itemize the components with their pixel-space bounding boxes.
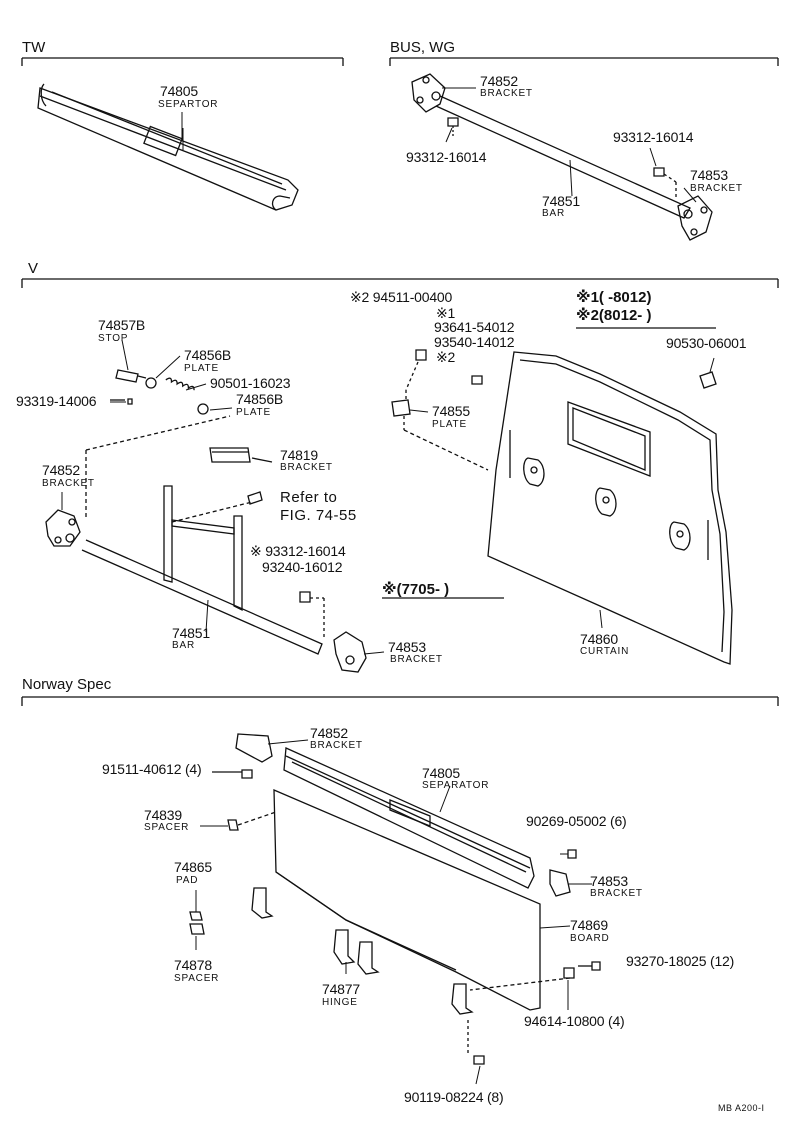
part-name: PLATE [184, 363, 219, 374]
reference-note: FIG. 74-55 [280, 507, 357, 524]
section-rule-norway [21, 696, 779, 706]
footnote-mark: ※1 [436, 305, 456, 321]
part-name: PLATE [432, 419, 467, 430]
v-stop-parts [110, 369, 273, 463]
part-number: 93641-54012 [434, 319, 515, 335]
part-number: 74860 [580, 631, 618, 647]
part-name: BRACKET [390, 654, 443, 665]
part-number: 74805 [160, 83, 198, 99]
part-name: PLATE [236, 407, 271, 418]
reference-note: Refer to [280, 489, 338, 506]
part-number: 90530-06001 [666, 335, 747, 351]
figure-code: MB A200-I [718, 1103, 765, 1113]
norway-board [227, 789, 541, 1011]
v-curtain-panel [391, 349, 733, 665]
part-number: 74856B [184, 347, 232, 363]
footnote-mark: ※2 [436, 349, 456, 365]
part-number: 90501-16023 [210, 375, 291, 391]
part-name: BRACKET [280, 462, 333, 473]
part-name: SEPARATOR [422, 780, 490, 791]
part-name: SPACER [174, 973, 220, 984]
part-number: 93270-18025 (12) [626, 953, 735, 969]
norway-hinges [189, 887, 601, 1065]
part-number: ※ 93312-16014 [250, 543, 346, 559]
part-number: 74852 [310, 725, 348, 741]
section-rule-v [21, 278, 779, 288]
part-number: 94614-10800 (4) [524, 1013, 625, 1029]
part-name: BAR [172, 640, 195, 651]
part-name: BRACKET [690, 183, 743, 194]
part-name: BRACKET [310, 740, 363, 751]
section-title-bus-wg: BUS, WG [390, 39, 456, 56]
part-number: 74857B [98, 317, 146, 333]
part-number: 93240-16012 [262, 559, 343, 575]
part-number: 74869 [570, 917, 608, 933]
section-rule-tw [21, 57, 344, 66]
part-name: BRACKET [480, 88, 533, 99]
part-number: 74865 [174, 859, 212, 875]
part-name: PAD [176, 875, 199, 886]
section-title-v: V [28, 260, 39, 277]
part-number: 74877 [322, 981, 360, 997]
part-name: CURTAIN [580, 646, 630, 657]
part-name: BOARD [570, 933, 610, 944]
v-bar-frame [45, 415, 367, 673]
part-number: 74852 [480, 73, 518, 89]
part-number: 93312-16014 [406, 149, 487, 165]
leader-lines [61, 87, 715, 1085]
part-number: 74878 [174, 957, 212, 973]
part-number: 90119-08224 (8) [404, 1089, 504, 1105]
norway-separator-rail [212, 733, 577, 897]
tw-separator-rail [37, 83, 299, 211]
part-number: 74839 [144, 807, 182, 823]
part-name: STOP [98, 333, 129, 344]
production-note: ※1( -8012) [576, 289, 652, 306]
bus-bar-assembly [411, 73, 713, 241]
part-number: 74805 [422, 765, 460, 781]
part-number: 74853 [590, 873, 628, 889]
section-title-norway: Norway Spec [22, 676, 112, 693]
part-name: BRACKET [590, 888, 643, 899]
part-name: HINGE [322, 997, 358, 1008]
part-number: 74851 [172, 625, 210, 641]
part-number: 90269-05002 (6) [526, 813, 627, 829]
part-number: 74856B [236, 391, 284, 407]
part-number: 91511-40612 (4) [102, 761, 202, 777]
part-number: 74853 [690, 167, 728, 183]
part-name: BAR [542, 208, 565, 219]
part-number: 74853 [388, 639, 426, 655]
part-name: SPACER [144, 822, 190, 833]
part-number: 93540-14012 [434, 334, 515, 350]
production-note: ※(7705- ) [382, 581, 450, 598]
part-number: ※2 94511-00400 [350, 289, 453, 305]
part-number: 74852 [42, 462, 80, 478]
section-rule-bus-wg [389, 57, 779, 66]
part-name: BRACKET [42, 478, 95, 489]
production-note: ※2(8012- ) [576, 307, 652, 324]
part-name: SEPARTOR [158, 99, 219, 110]
part-number: 74851 [542, 193, 580, 209]
part-number: 74819 [280, 447, 318, 463]
part-number: 93319-14006 [16, 393, 97, 409]
part-number: 74855 [432, 403, 470, 419]
section-title-tw: TW [22, 39, 46, 56]
part-number: 93312-16014 [613, 129, 694, 145]
